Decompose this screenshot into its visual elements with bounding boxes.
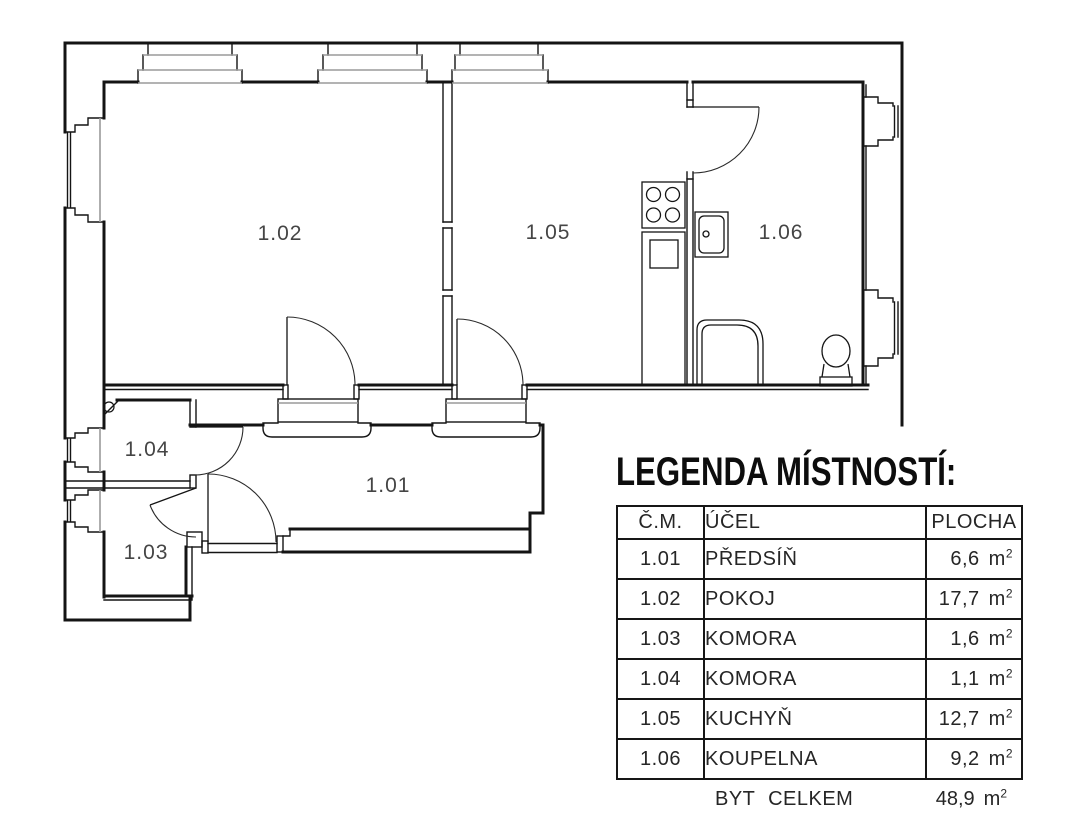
room-purpose: KOMORA [703, 658, 927, 700]
legend-header-row: Č.M. ÚČEL PLOCHA [616, 505, 1023, 540]
door-leaves [149, 106, 759, 542]
windows [64, 42, 899, 533]
walls-thin [65, 81, 869, 601]
legend: LEGENDA MÍSTNOSTÍ: Č.M. ÚČEL PLOCHA 1.01… [616, 450, 1023, 811]
sink-icon [694, 211, 729, 258]
room-label-1-06: 1.06 [759, 221, 804, 244]
pipe-column-icon [103, 401, 115, 413]
toilet-icon [819, 334, 853, 387]
room-number: 1.04 [616, 658, 705, 700]
walls-thick [63, 41, 904, 622]
room-label-1-02: 1.02 [258, 222, 303, 245]
kitchen-cabinet-icon [641, 231, 686, 386]
shower-icon [696, 319, 764, 385]
stove-icon [641, 181, 686, 229]
room-number: 1.01 [616, 538, 705, 580]
room-number: 1.05 [616, 698, 705, 740]
room-number: 1.06 [616, 738, 705, 780]
room-purpose: KOUPELNA [703, 738, 927, 780]
door-swing-arcs [149, 106, 760, 543]
header-area: PLOCHA [925, 505, 1023, 540]
room-purpose: KUCHYŇ [703, 698, 927, 740]
room-label-1-03: 1.03 [124, 541, 169, 564]
room-number: 1.02 [616, 578, 705, 620]
room-number: 1.03 [616, 618, 705, 660]
room-purpose: PŘEDSÍŇ [703, 538, 927, 580]
legend-title: LEGENDA MÍSTNOSTÍ: [616, 450, 957, 494]
room-label-1-01: 1.01 [366, 474, 411, 497]
room-label-1-05: 1.05 [526, 221, 571, 244]
window-sill-lines [99, 54, 548, 532]
room-label-1-04: 1.04 [125, 438, 170, 461]
header-number: Č.M. [616, 505, 705, 540]
room-purpose: KOMORA [703, 618, 927, 660]
room-purpose: POKOJ [703, 578, 927, 620]
header-purpose: ÚČEL [703, 505, 927, 540]
total-label: BYT CELKEM [715, 788, 854, 810]
